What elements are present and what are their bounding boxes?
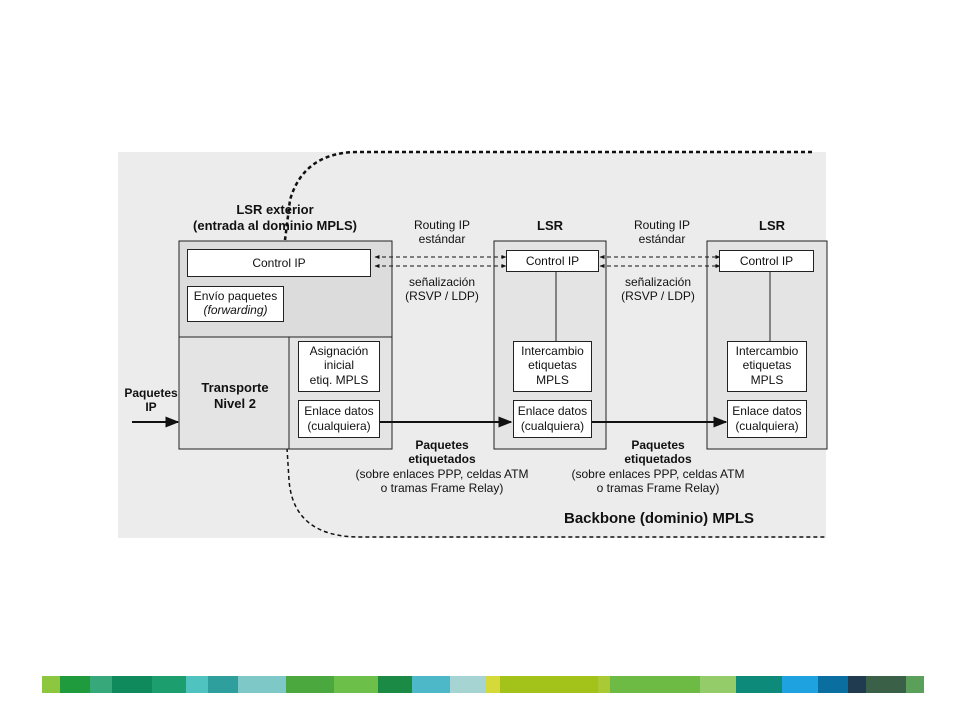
link-2-estandar: estándar	[638, 232, 686, 246]
link-2-etiquetados: etiquetados	[624, 452, 692, 466]
link-2-senal: señalización	[624, 275, 692, 289]
lsr-exterior-control-ip: Control IP	[187, 249, 371, 277]
link-1-senal: señalización	[408, 275, 476, 289]
strip-segment	[112, 676, 152, 693]
strip-segment	[42, 676, 60, 693]
lsr-exterior-title: LSR exterior	[236, 202, 314, 217]
strip-segment	[818, 676, 848, 693]
input-label-1: Paquetes	[124, 386, 178, 400]
lsr-1-control-ip: Control IP	[506, 250, 599, 272]
link-2-sobre: (sobre enlaces PPP, celdas ATM	[571, 467, 745, 481]
lsr-exterior-enlace-box: Enlace datos (cualquiera)	[298, 400, 380, 438]
link-2-paquetes: Paquetes	[631, 438, 685, 452]
input-label-2: IP	[145, 400, 157, 414]
strip-segment	[486, 676, 500, 693]
lsr-exterior-envio-box: Envío paquetes (forwarding)	[187, 286, 284, 322]
strip-segment	[500, 676, 598, 693]
strip-segment	[736, 676, 782, 693]
strip-segment	[412, 676, 450, 693]
strip-segment	[286, 676, 334, 693]
lsr-exterior-subtitle: (entrada al dominio MPLS)	[193, 218, 357, 233]
lsr-2-enlace-box: Enlace datos (cualquiera)	[727, 400, 807, 438]
transporte-label: Transporte	[201, 380, 269, 395]
backbone-boundary	[283, 150, 812, 241]
strip-segment	[866, 676, 906, 693]
strip-segment	[152, 676, 186, 693]
strip-segment	[208, 676, 238, 693]
lsr-1-enlace-box: Enlace datos (cualquiera)	[513, 400, 592, 438]
strip-segment	[238, 676, 286, 693]
strip-segment	[60, 676, 90, 693]
lsr-1-title: LSR	[537, 218, 563, 233]
link-1-estandar: estándar	[418, 232, 466, 246]
nivel-label: Nivel 2	[214, 396, 256, 411]
link-1-rsvp: (RSVP / LDP)	[405, 289, 479, 303]
strip-segment	[450, 676, 486, 693]
strip-segment	[906, 676, 924, 693]
lsr-exterior-asignacion-box: Asignación inicial etiq. MPLS	[298, 341, 380, 392]
strip-segment	[610, 676, 700, 693]
strip-segment	[90, 676, 112, 693]
link-2-routing: Routing IP	[633, 218, 691, 232]
lsr-2-intercambio-box: Intercambio etiquetas MPLS	[727, 341, 807, 392]
link-1-paquetes: Paquetes	[415, 438, 469, 452]
strip-segment	[186, 676, 208, 693]
backbone-label: Backbone (dominio) MPLS	[564, 510, 755, 527]
link-2-rsvp: (RSVP / LDP)	[621, 289, 695, 303]
strip-segment	[700, 676, 736, 693]
link-1-tramas: o tramas Frame Relay)	[380, 481, 504, 495]
strip-segment	[378, 676, 412, 693]
link-2-tramas: o tramas Frame Relay)	[596, 481, 720, 495]
strip-segment	[782, 676, 818, 693]
strip-segment	[598, 676, 610, 693]
footer-color-strip	[42, 676, 926, 693]
strip-segment	[334, 676, 378, 693]
lsr-1-intercambio-box: Intercambio etiquetas MPLS	[513, 341, 592, 392]
link-1-etiquetados: etiquetados	[408, 452, 476, 466]
link-1-routing: Routing IP	[413, 218, 471, 232]
lsr-2-title: LSR	[759, 218, 785, 233]
backbone-boundary-bottom	[286, 447, 826, 538]
link-1-sobre: (sobre enlaces PPP, celdas ATM	[355, 467, 529, 481]
strip-segment	[848, 676, 866, 693]
lsr-2-control-ip: Control IP	[719, 250, 814, 272]
